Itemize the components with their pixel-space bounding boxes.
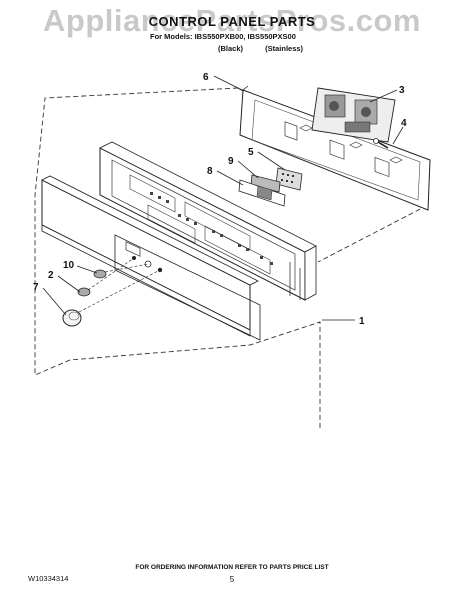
model-variants: (Black) (Stainless): [218, 44, 303, 53]
display-gasket: [238, 179, 286, 207]
knob-retainer: [77, 257, 135, 297]
callout-9: 9: [228, 156, 234, 167]
callout-3: 3: [399, 85, 405, 96]
control-knob: [62, 269, 161, 327]
document-number: W10334314: [28, 574, 69, 583]
watermark: AppliancePartsPros.com: [43, 3, 421, 38]
model-list: For Models: IBS550PXB00, IBS550PXS00: [150, 32, 296, 41]
callout-4: 4: [401, 118, 407, 129]
membrane-switch: [275, 167, 303, 191]
callout-10: 10: [63, 260, 75, 271]
front-panel: [41, 175, 259, 337]
callout-7: 7: [33, 282, 39, 293]
variant-black: (Black): [218, 44, 244, 53]
rear-bracket: [239, 85, 431, 211]
assembly-outline: [34, 87, 321, 430]
control-board: [311, 87, 396, 143]
knob-spring-clip: [93, 263, 149, 279]
callout-5: 5: [248, 147, 254, 158]
control-panel-frame: [99, 141, 317, 301]
screw: [373, 138, 389, 149]
ordering-info: FOR ORDERING INFORMATION REFER TO PARTS …: [135, 564, 329, 571]
callout-6: 6: [203, 72, 209, 83]
callout-8: 8: [207, 166, 213, 177]
callout-1: 1: [359, 316, 365, 327]
callout-2: 2: [48, 270, 54, 281]
display-window: [250, 174, 281, 193]
variant-stainless: (Stainless): [265, 44, 304, 53]
page-number: 5: [229, 575, 235, 584]
leader-lines: [42, 75, 404, 321]
page-title: CONTROL PANEL PARTS: [148, 14, 316, 29]
